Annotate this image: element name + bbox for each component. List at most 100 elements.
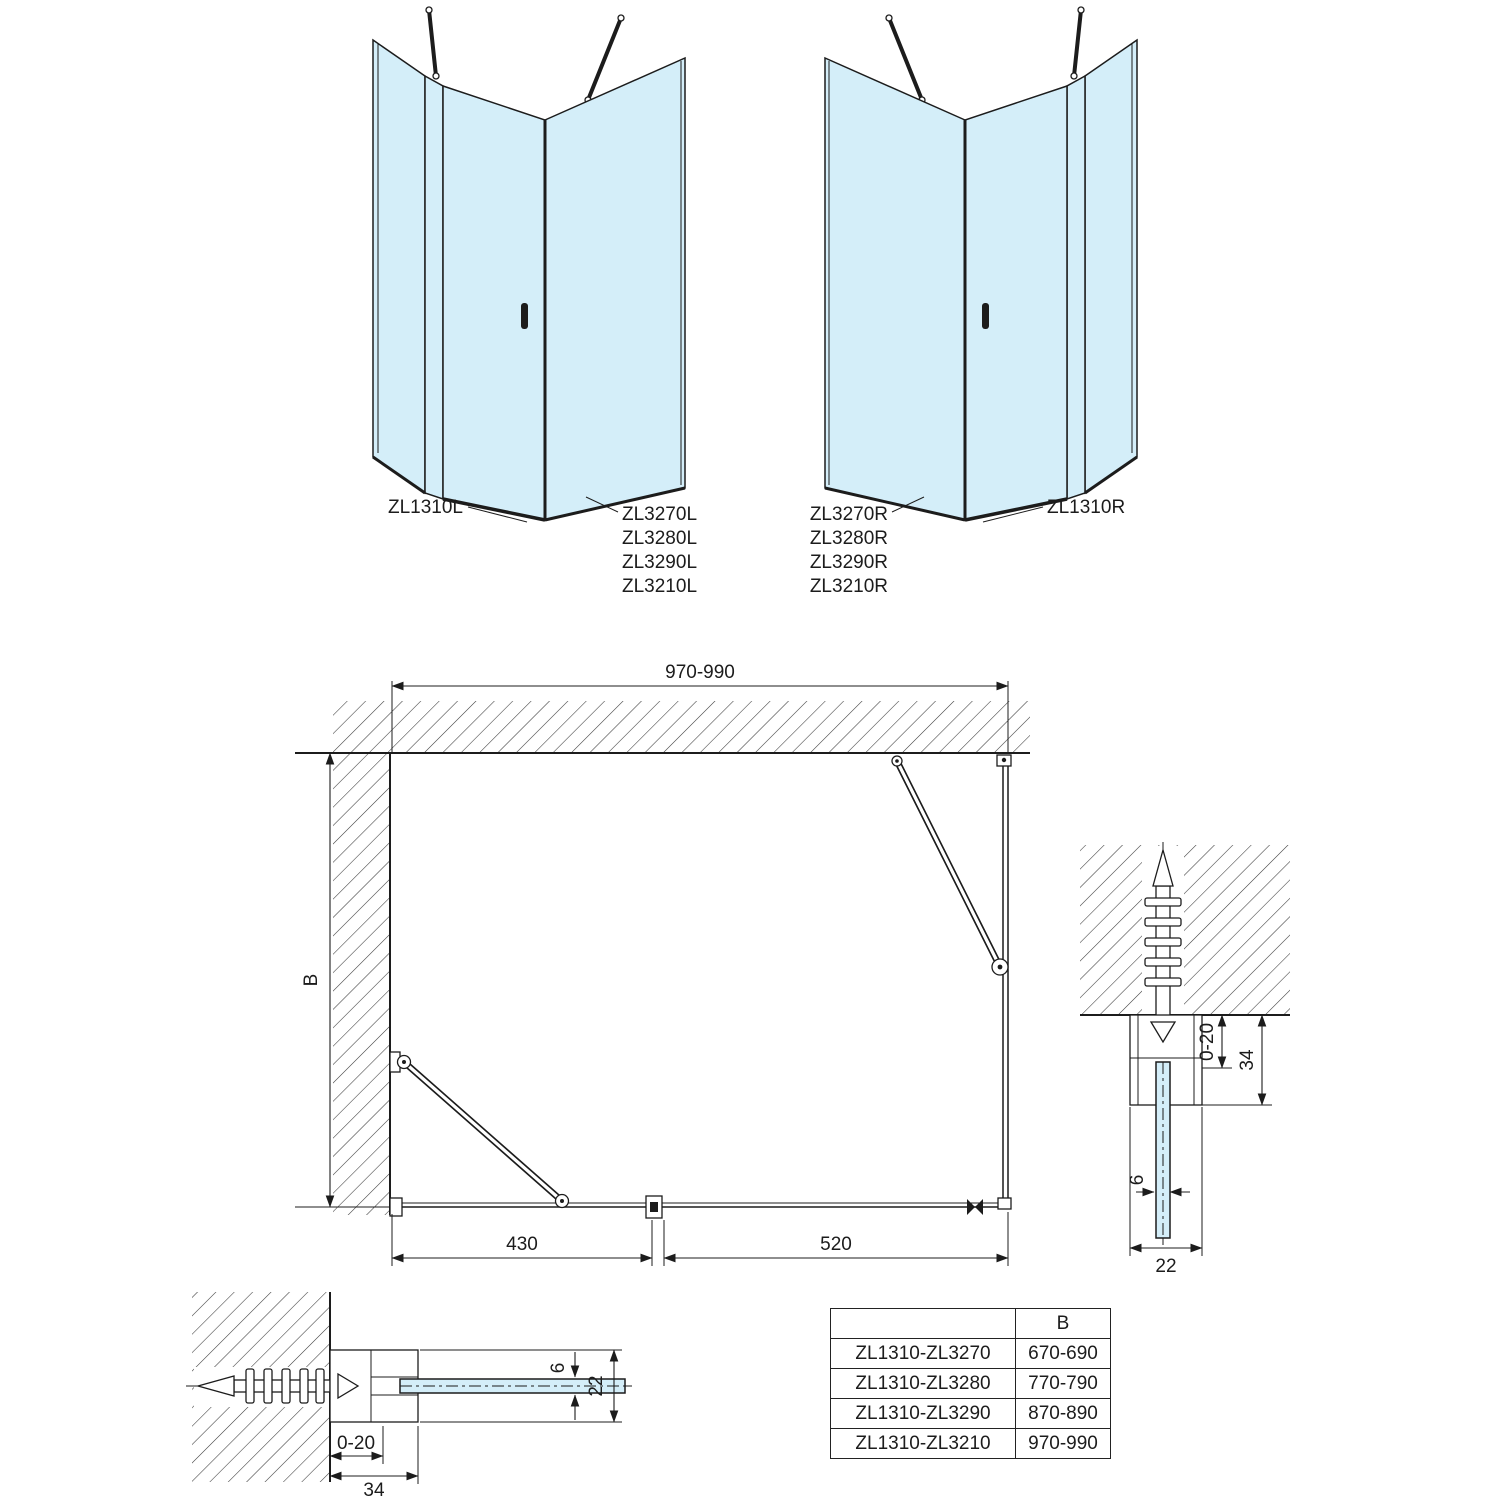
door-model-label: ZL3280R — [810, 528, 888, 549]
door-panel-dim-label: 520 — [820, 1234, 852, 1255]
door-glass-panel — [964, 84, 1068, 521]
width-dim-label: 970-990 — [665, 662, 735, 683]
anchor-fin — [315, 1368, 325, 1404]
iso-view-right — [824, 6, 1138, 522]
table-header-row: B — [830, 1308, 1111, 1339]
bottom-rail — [824, 486, 966, 522]
leader-line — [467, 506, 528, 523]
bottom-rail — [442, 497, 546, 522]
model-combo-cell: ZL1310-ZL3290 — [830, 1398, 1016, 1429]
door-model-label: ZL3270L — [622, 504, 697, 525]
leader-line — [891, 496, 925, 513]
anchor-fin — [1144, 917, 1182, 927]
pivot-marker — [967, 1199, 975, 1215]
bottom-rail — [544, 486, 686, 522]
b-range-cell: 870-890 — [1015, 1398, 1111, 1429]
table-row: ZL1310-ZL3280 770-790 — [830, 1368, 1111, 1399]
rod-mount-screw — [895, 759, 899, 763]
pivot-marker — [975, 1199, 983, 1215]
anchor-fin — [299, 1368, 309, 1404]
profile-depth-dim-label: 34 — [363, 1480, 385, 1500]
anchor-fin — [1144, 957, 1182, 967]
table-row: ZL1310-ZL3290 870-890 — [830, 1398, 1111, 1429]
door-model-label: ZL3270R — [810, 504, 888, 525]
b-range-cell: 670-690 — [1015, 1338, 1111, 1369]
strut-joint — [432, 72, 440, 80]
door-handle — [982, 303, 989, 329]
adjust-dim-label: 0-20 — [1197, 1023, 1218, 1061]
leader-line — [982, 506, 1044, 523]
profile-width-dim-label: 22 — [586, 1375, 607, 1396]
b-range-cell: 970-990 — [1015, 1428, 1111, 1459]
profile-width-dim-label: 22 — [1155, 1256, 1176, 1277]
door-glass-panel — [442, 84, 546, 521]
wall-hatch — [1080, 845, 1290, 1015]
strut-joint — [1077, 6, 1085, 14]
fixed-panel-dim-label: 430 — [506, 1234, 538, 1255]
leader-line — [585, 496, 619, 513]
iso-view-left-labels: ZL1310L ZL3270L ZL3280L ZL3290L ZL3210L — [388, 496, 697, 597]
anchor-fin — [1144, 937, 1182, 947]
depth-dim-label: B — [301, 974, 322, 987]
door-model-label: ZL3210L — [622, 576, 697, 597]
door-handle — [521, 303, 528, 329]
anchor-fin — [1144, 977, 1182, 987]
detail-right-dimensions: 0-20 34 6 22 — [1127, 1014, 1272, 1277]
ceiling-strut — [887, 16, 924, 102]
anchor-fin — [245, 1368, 255, 1404]
wall-hatch-top — [333, 701, 1030, 753]
iso-view-right-labels: ZL3270R ZL3280R ZL3290R ZL3210R ZL1310R — [810, 496, 1125, 597]
rod-mount-screw — [560, 1199, 564, 1203]
side-glass-panel — [1084, 38, 1138, 495]
wall-profile-detail-right — [1080, 842, 1290, 1245]
detail-bottom-dimensions: 6 22 0-20 34 — [329, 1349, 622, 1500]
plan-view — [295, 701, 1030, 1219]
table-header-empty-cell — [830, 1308, 1016, 1339]
wall-profile-detail-bottom — [186, 1292, 632, 1482]
bottom-rail — [964, 497, 1068, 522]
profile-depth-dim-label: 34 — [1237, 1049, 1258, 1071]
door-model-label: ZL3210R — [810, 576, 888, 597]
plan-view-dimensions: 970-990 B 430 520 — [295, 662, 1009, 1266]
fixed-strip-panel — [1066, 74, 1086, 501]
side-glass-panel — [372, 38, 426, 495]
anchor-tip — [1152, 847, 1174, 887]
adjust-dim-label: 0-20 — [337, 1433, 375, 1454]
screw-head — [1149, 1021, 1177, 1044]
fixed-panel-label: ZL1310L — [388, 497, 463, 518]
door-model-label: ZL3290L — [622, 552, 697, 573]
strut-joint — [425, 6, 433, 14]
table-header-b: B — [1015, 1308, 1111, 1339]
bottom-corner-fitting — [997, 1197, 1012, 1210]
strut-joint — [617, 14, 625, 22]
screw-head — [337, 1372, 360, 1400]
wall-hatch-left — [333, 753, 390, 1215]
model-combo-cell: ZL1310-ZL3210 — [830, 1428, 1016, 1459]
iso-view-left — [372, 6, 686, 522]
fixed-panel-label: ZL1310R — [1047, 497, 1125, 518]
table-row: ZL1310-ZL3270 670-690 — [830, 1338, 1111, 1369]
model-combo-cell: ZL1310-ZL3280 — [830, 1368, 1016, 1399]
support-rod-core — [402, 1060, 564, 1203]
ceiling-strut — [1072, 8, 1083, 78]
size-table: B ZL1310-ZL3270 670-690 ZL1310-ZL3280 77… — [830, 1308, 1111, 1459]
glass-thickness-dim-label: 6 — [548, 1363, 569, 1374]
anchor-fin — [263, 1368, 273, 1404]
fitting-screw — [1001, 757, 1007, 763]
bottom-rail — [372, 455, 426, 495]
bottom-rail — [1084, 455, 1138, 495]
wall-profile — [389, 1197, 403, 1217]
fixed-strip-panel — [424, 74, 444, 501]
rod-mount-screw — [997, 964, 1003, 970]
door-model-label: ZL3290R — [810, 552, 888, 573]
ceiling-strut — [427, 8, 438, 78]
anchor-tip — [195, 1375, 235, 1397]
strut-joint — [885, 14, 893, 22]
b-range-cell: 770-790 — [1015, 1368, 1111, 1399]
anchor-fin — [1144, 897, 1182, 907]
strut-joint — [1070, 72, 1078, 80]
table-row: ZL1310-ZL3210 970-990 — [830, 1428, 1111, 1459]
pivot-hinge-insert — [650, 1202, 658, 1212]
glass-thickness-dim-label: 6 — [1127, 1175, 1148, 1186]
